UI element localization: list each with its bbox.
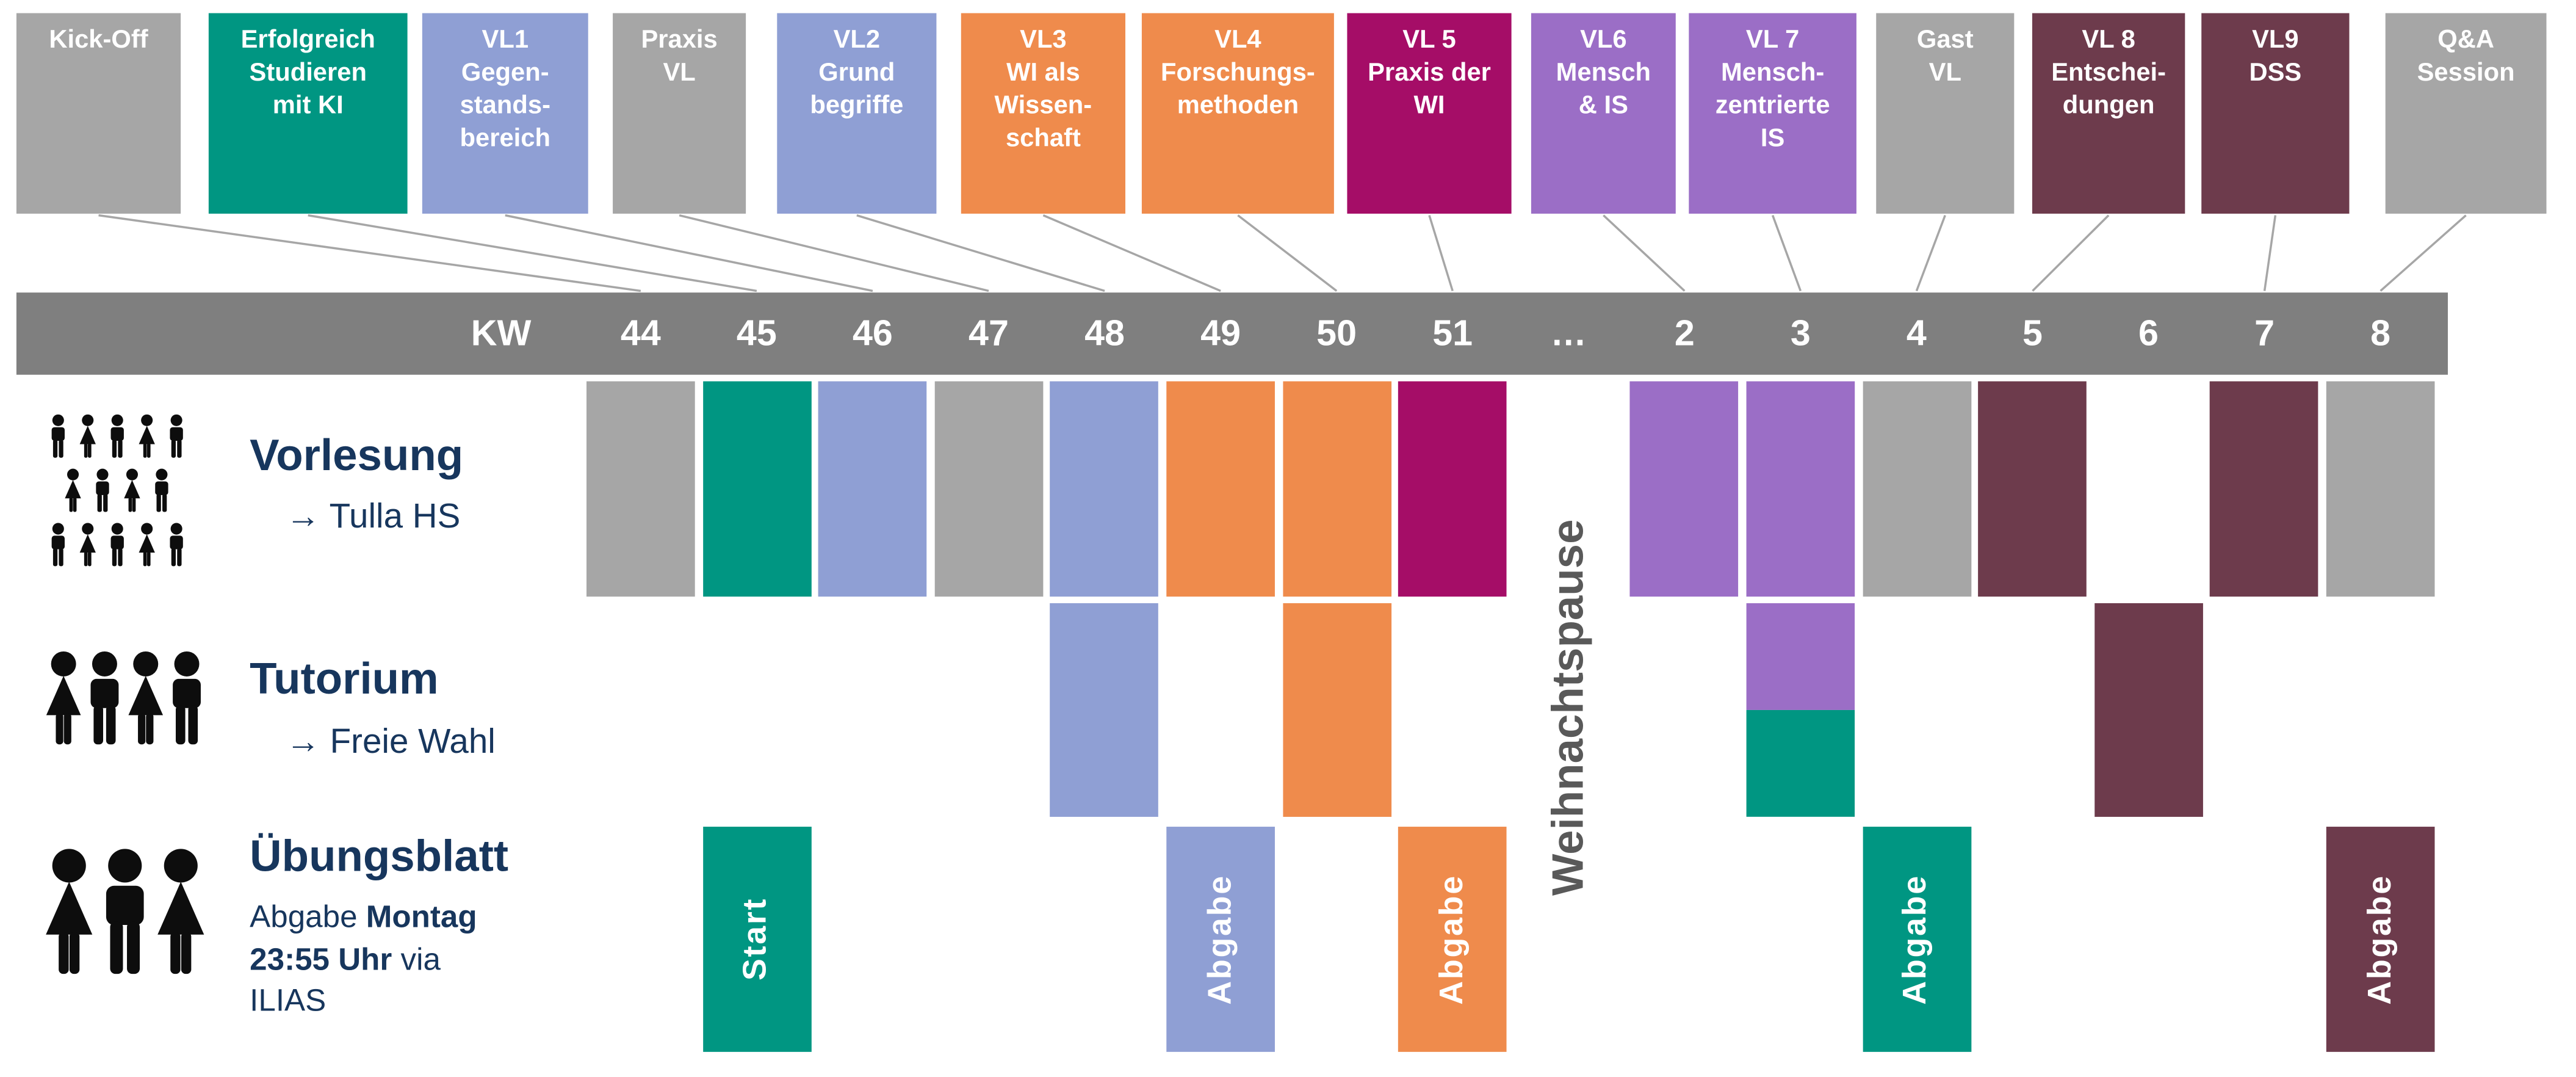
uebungsblatt-cell-kw49: Abgabe xyxy=(1166,827,1275,1052)
vorlesung-cell-kw7 xyxy=(2210,381,2319,597)
row-subtitle-uebungsblatt: Abgabe Montag 23:55 Uhr via ILIAS xyxy=(250,901,477,1020)
lecture-box-gast-vl: Gast VL xyxy=(1876,13,2015,214)
lecture-box-erfolgreich-studieren-mit-ki: Erfolgreich Studieren mit KI xyxy=(208,13,408,214)
lecture-box-vl8-entscheidungen: VL 8 Entschei- dungen xyxy=(2032,13,2185,214)
uebungsblatt-cell-kw8: Abgabe xyxy=(2326,827,2435,1052)
connector-line-vl3-wi-als-wissenschaft xyxy=(1042,214,1221,292)
lecture-box-kick-off: Kick-Off xyxy=(16,13,181,214)
row-subtitle-tutorium: → Freie Wahl xyxy=(286,723,496,761)
tutorium-cell-kw6 xyxy=(2094,603,2203,817)
vorlesung-cell-kw5 xyxy=(1978,381,2087,597)
connector-line-kick-off xyxy=(98,214,641,292)
lecture-box-vl2-grundbegriffe: VL2 Grund begriffe xyxy=(777,13,937,214)
lecture-box-vl3-wi-als-wissenschaft: VL3 WI als Wissen- schaft xyxy=(961,13,1125,214)
vorlesung-cell-kw4 xyxy=(1862,381,1971,597)
tutorium-cell-kw3 xyxy=(1746,603,1855,817)
uebungsblatt-cell-label-kw51: Abgabe xyxy=(1434,874,1470,1005)
week-label-5: 5 xyxy=(2022,312,2043,354)
tutorium-cell-kw3-top xyxy=(1746,603,1855,710)
week-label-…: … xyxy=(1550,312,1587,354)
tutorium-people-icon xyxy=(43,651,207,758)
week-label-51: 51 xyxy=(1432,312,1473,354)
week-label-50: 50 xyxy=(1316,312,1357,354)
connector-line-vl2-grundbegriffe xyxy=(856,214,1105,292)
lecture-box-vl4-forschungsmethoden: VL4 Forschungs- methoden xyxy=(1141,13,1334,214)
uebungsblatt-cell-label-kw49: Abgabe xyxy=(1202,874,1238,1005)
connector-line-vl7-menschzentrierte-is xyxy=(1771,215,1802,292)
connector-line-qa-session xyxy=(2379,214,2467,292)
connector-line-vl4-forschungsmethoden xyxy=(1237,214,1338,292)
week-label-45: 45 xyxy=(736,312,777,354)
uebungsblatt-people-icon xyxy=(41,848,209,988)
week-label-2: 2 xyxy=(1674,312,1695,354)
lecture-box-praxis-vl: Praxis VL xyxy=(613,13,746,214)
week-label-48: 48 xyxy=(1084,312,1125,354)
lecture-box-vl5-praxis-der-wi: VL 5 Praxis der WI xyxy=(1347,13,1512,214)
week-label-6: 6 xyxy=(2138,312,2159,354)
vorlesung-cell-kw49 xyxy=(1166,381,1275,597)
kw-label: KW xyxy=(471,312,532,354)
vorlesung-cell-kw50 xyxy=(1282,381,1391,597)
uebungsblatt-cell-label-kw45: Start xyxy=(737,897,774,981)
week-label-8: 8 xyxy=(2370,312,2391,354)
uebungsblatt-cell-label-kw8: Abgabe xyxy=(2361,874,2398,1005)
uebungsblatt-cell-kw51: Abgabe xyxy=(1398,827,1507,1052)
lecture-box-vl1-gegenstandsbereich: VL1 Gegen- stands- bereich xyxy=(422,13,588,214)
vorlesung-cell-kw51 xyxy=(1398,381,1507,597)
uebungsblatt-cell-label-kw4: Abgabe xyxy=(1897,874,1934,1005)
connector-line-vl8-entscheidungen xyxy=(2032,214,2110,292)
vorlesung-cell-kw46 xyxy=(818,381,927,597)
week-label-3: 3 xyxy=(1790,312,1811,354)
week-label-46: 46 xyxy=(852,312,893,354)
uebungsblatt-cell-kw45: Start xyxy=(702,827,811,1052)
vorlesung-cell-kw47 xyxy=(934,381,1043,597)
row-title-tutorium: Tutorium xyxy=(250,654,439,704)
tutorium-cell-kw50 xyxy=(1282,603,1391,817)
week-label-49: 49 xyxy=(1200,312,1241,354)
week-label-47: 47 xyxy=(969,312,1009,354)
connector-line-vl5-praxis-der-wi xyxy=(1428,215,1454,291)
row-subtitle-vorlesung: → Tulla HS xyxy=(286,498,461,536)
connector-line-vl1-gegenstandsbereich xyxy=(505,214,873,292)
weihnachtspause-label: Weihnachtspause xyxy=(1543,518,1593,895)
vorlesung-cell-kw8 xyxy=(2326,381,2435,597)
crowd-icon xyxy=(45,414,201,577)
connector-line-vl6-mensch-und-is xyxy=(1603,214,1686,292)
uebungsblatt-cell-kw4: Abgabe xyxy=(1862,827,1971,1052)
lecture-box-vl9-dss: VL9 DSS xyxy=(2201,13,2350,214)
vorlesung-cell-kw44 xyxy=(586,381,695,597)
lecture-box-vl7-menschzentrierte-is: VL 7 Mensch- zentrierte IS xyxy=(1689,13,1856,214)
week-label-44: 44 xyxy=(620,312,661,354)
vorlesung-cell-kw3 xyxy=(1746,381,1855,597)
connector-line-erfolgreich-studieren-mit-ki xyxy=(308,214,757,292)
row-title-vorlesung: Vorlesung xyxy=(250,430,464,480)
tutorium-cell-kw3-bottom xyxy=(1746,709,1855,817)
vorlesung-cell-kw48 xyxy=(1050,381,1159,597)
tutorium-cell-kw48 xyxy=(1050,603,1159,817)
lecture-box-qa-session: Q&A Session xyxy=(2385,13,2547,214)
connector-line-vl9-dss xyxy=(2263,215,2277,291)
connector-line-gast-vl xyxy=(1915,215,1946,292)
vorlesung-cell-kw2 xyxy=(1630,381,1739,597)
connector-line-praxis-vl xyxy=(679,214,989,292)
row-title-uebungsblatt: Übungsblatt xyxy=(250,832,509,881)
vorlesung-cell-kw45 xyxy=(702,381,811,597)
week-label-4: 4 xyxy=(1906,312,1927,354)
week-label-7: 7 xyxy=(2254,312,2275,354)
lecture-box-vl6-mensch-und-is: VL6 Mensch & IS xyxy=(1531,13,1676,214)
